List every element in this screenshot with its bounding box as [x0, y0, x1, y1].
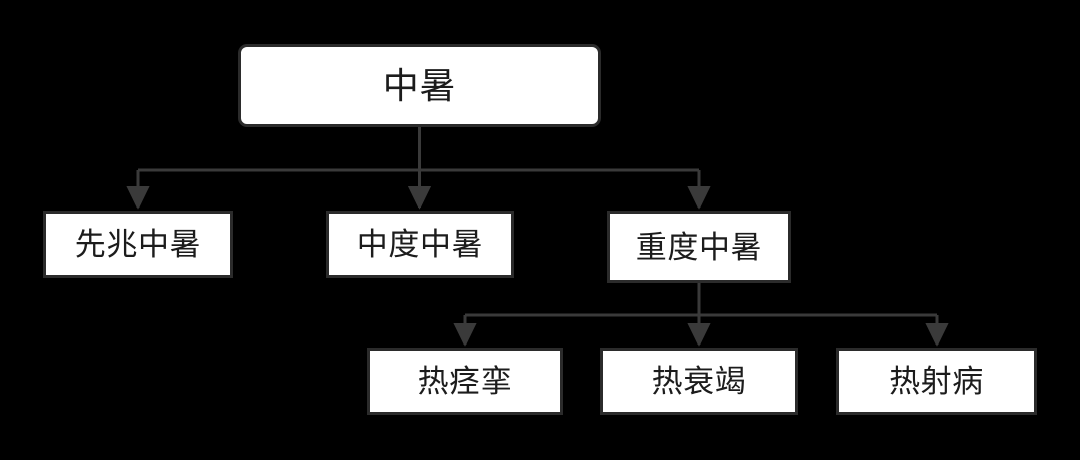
node-label: 热射病	[889, 364, 984, 399]
node-moderate-heat-illness[interactable]: 中度中暑	[326, 211, 514, 278]
node-heat-stroke[interactable]: 热射病	[836, 348, 1037, 415]
node-prodromal-heat-illness[interactable]: 先兆中暑	[43, 211, 233, 278]
node-label: 中度中暑	[356, 227, 484, 262]
node-severe-heat-illness[interactable]: 重度中暑	[607, 211, 791, 283]
edge-root-to-level2	[126, 127, 711, 210]
node-label: 先兆中暑	[74, 227, 202, 262]
node-label: 中暑	[382, 64, 457, 106]
node-heat-cramps[interactable]: 热痉挛	[367, 348, 563, 415]
node-root-heat-illness[interactable]: 中暑	[238, 44, 601, 127]
node-heat-exhaustion[interactable]: 热衰竭	[600, 348, 798, 415]
edge-severe-to-level3	[453, 283, 949, 347]
node-label: 热衰竭	[651, 364, 747, 399]
node-label: 热痉挛	[417, 364, 513, 399]
node-label: 重度中暑	[635, 229, 763, 265]
